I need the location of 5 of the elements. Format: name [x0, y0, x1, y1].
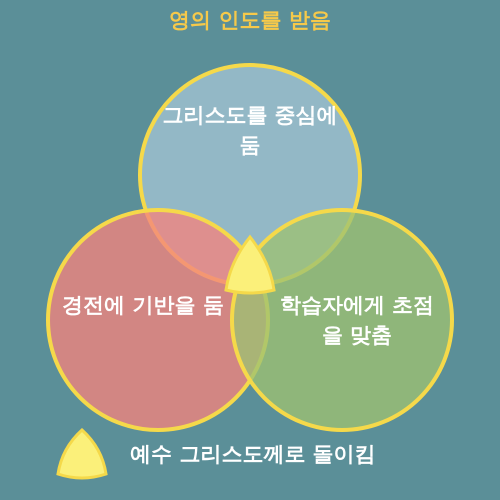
circle-label: 경전에 기반을 둠	[61, 292, 225, 319]
circle-label: 그리스도를 중심에 둠	[161, 102, 339, 159]
legend-text: 예수 그리스도께로 돌이킴	[130, 441, 376, 468]
title: 영의 인도를 받음	[168, 7, 332, 34]
circle-label: 학습자에게 초점을 맞춤	[278, 292, 436, 349]
